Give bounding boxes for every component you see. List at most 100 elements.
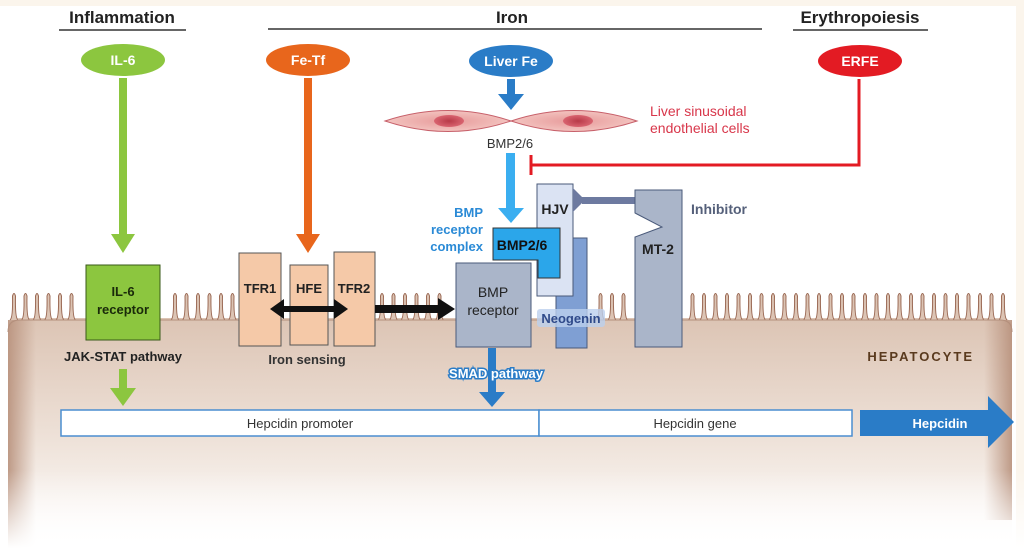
tfr1-label: TFR1	[244, 281, 277, 296]
il6-signal: IL-6	[81, 44, 165, 253]
smad-label: SMAD pathway	[449, 366, 544, 381]
iron-to-bmp-arrow-head	[438, 298, 455, 320]
tfr2-label: TFR2	[338, 281, 371, 296]
hjv-mt2-connector	[582, 197, 637, 204]
inhibitor-label: Inhibitor	[691, 201, 748, 217]
iron-sensing-label: Iron sensing	[268, 352, 345, 367]
header-iron: Iron	[496, 8, 528, 27]
tfr2-box	[333, 251, 376, 347]
fe-tf-arrow-shaft	[304, 78, 312, 236]
section-headers: Inflammation Iron Erythropoiesis	[59, 8, 928, 31]
fe-tf-label: Fe-Tf	[291, 52, 326, 68]
nucleus-right	[563, 115, 593, 127]
double-arrow-left-head	[270, 299, 284, 319]
mt2-shape	[634, 189, 683, 348]
microvillus	[814, 293, 824, 321]
microvillus	[734, 293, 743, 321]
microvillus	[67, 293, 76, 321]
microvillus	[55, 293, 65, 321]
microvillus	[906, 293, 916, 321]
microvillus	[895, 293, 904, 321]
microvillus	[193, 293, 203, 321]
hjv-connector-head	[573, 188, 585, 212]
microvillus	[803, 293, 812, 321]
hepcidin-product-label: Hepcidin	[913, 416, 968, 431]
fe-tf-arrow-head	[296, 234, 320, 253]
bmp26-arrow	[498, 153, 524, 223]
hepcidin-gene-bar: Hepcidin promoter Hepcidin gene Hepcidin	[60, 396, 1014, 448]
bmp26-box-label: BMP2/6	[497, 237, 548, 253]
liver-fe-arrow-shaft	[507, 79, 515, 95]
fe-tf-ellipse	[266, 44, 350, 76]
microvillus	[918, 293, 927, 321]
smad-pathway: SMAD pathway	[448, 348, 545, 407]
microvillus	[987, 293, 996, 321]
jak-stat-label: JAK-STAT pathway	[64, 349, 183, 364]
liver-fe-label: Liver Fe	[484, 53, 538, 69]
fe-tf-signal: Fe-Tf	[266, 44, 350, 253]
microvillus	[607, 293, 617, 321]
nucleus-left	[434, 115, 464, 127]
hfe-label: HFE	[296, 281, 322, 296]
erfe-inhibition-line	[531, 79, 861, 167]
microvillus	[780, 293, 789, 321]
il6-arrow-head	[111, 234, 135, 253]
right-border	[1016, 0, 1024, 548]
microvillus	[837, 293, 847, 321]
bmp-receptor-label-line2: receptor	[467, 302, 519, 318]
hfe-box	[289, 264, 329, 346]
bmp-complex-label-line1: BMP	[454, 205, 483, 220]
il6-receptor: IL-6 receptor JAK-STAT pathway	[64, 264, 183, 406]
il6-receptor-label-line1: IL-6	[111, 284, 134, 299]
microvillus	[768, 293, 778, 321]
smad-arrow-head	[479, 392, 505, 407]
tfr1-box	[238, 252, 282, 347]
microvillus	[964, 293, 973, 321]
neogenin-label: Neogenin	[541, 311, 600, 326]
jak-stat-arrow-shaft	[119, 369, 127, 389]
double-arrow-shaft	[280, 306, 336, 312]
header-inflammation: Inflammation	[69, 8, 175, 27]
liver-fe-ellipse	[469, 45, 553, 77]
hepcidin-promoter-box	[60, 409, 540, 437]
microvillus	[9, 293, 19, 321]
erfe-label: ERFE	[841, 53, 878, 69]
smad-arrow-shaft	[488, 348, 496, 395]
hjv-label: HJV	[541, 201, 569, 217]
hepatocyte-label: HEPATOCYTE	[867, 349, 974, 364]
bmp-complex-label-line3: complex	[430, 239, 484, 254]
microvillus	[170, 293, 180, 321]
lsec-label-line2: endothelial cells	[650, 120, 750, 136]
lsec-label-line1: Liver sinusoidal	[650, 103, 747, 119]
liver-sinusoidal-cells: Liver sinusoidal endothelial cells BMP2/…	[383, 103, 750, 151]
microvillus	[791, 293, 801, 321]
microvillus	[941, 293, 950, 321]
microvillus	[929, 293, 939, 321]
microvillus	[860, 293, 870, 321]
microvillus	[975, 293, 985, 321]
bmp26-secreted-label: BMP2/6	[487, 136, 533, 151]
bmp-receptor: BMP receptor	[455, 262, 532, 348]
mt2: MT-2	[634, 189, 683, 348]
microvillus	[883, 293, 893, 321]
iron-sensing-complex: TFR1 HFE TFR2 Iron sensing	[238, 251, 455, 367]
microvillus	[952, 293, 962, 321]
microvillus	[21, 293, 30, 321]
hepcidin-gene-label: Hepcidin gene	[653, 416, 736, 431]
header-erythropoiesis: Erythropoiesis	[800, 8, 919, 27]
microvillus	[849, 293, 858, 321]
microvillus	[745, 293, 755, 321]
mt2-label: MT-2	[642, 241, 674, 257]
hepcidin-promoter-label: Hepcidin promoter	[247, 416, 354, 431]
microvillus	[699, 293, 709, 321]
microvillus	[688, 293, 697, 321]
top-border	[0, 0, 1024, 6]
erfe-ellipse	[818, 45, 902, 77]
microvillus	[205, 293, 214, 321]
microvillus	[182, 293, 191, 321]
bmp26-ligand-box: BMP2/6	[492, 227, 561, 279]
microvillus	[32, 293, 42, 321]
microvillus	[44, 293, 53, 321]
